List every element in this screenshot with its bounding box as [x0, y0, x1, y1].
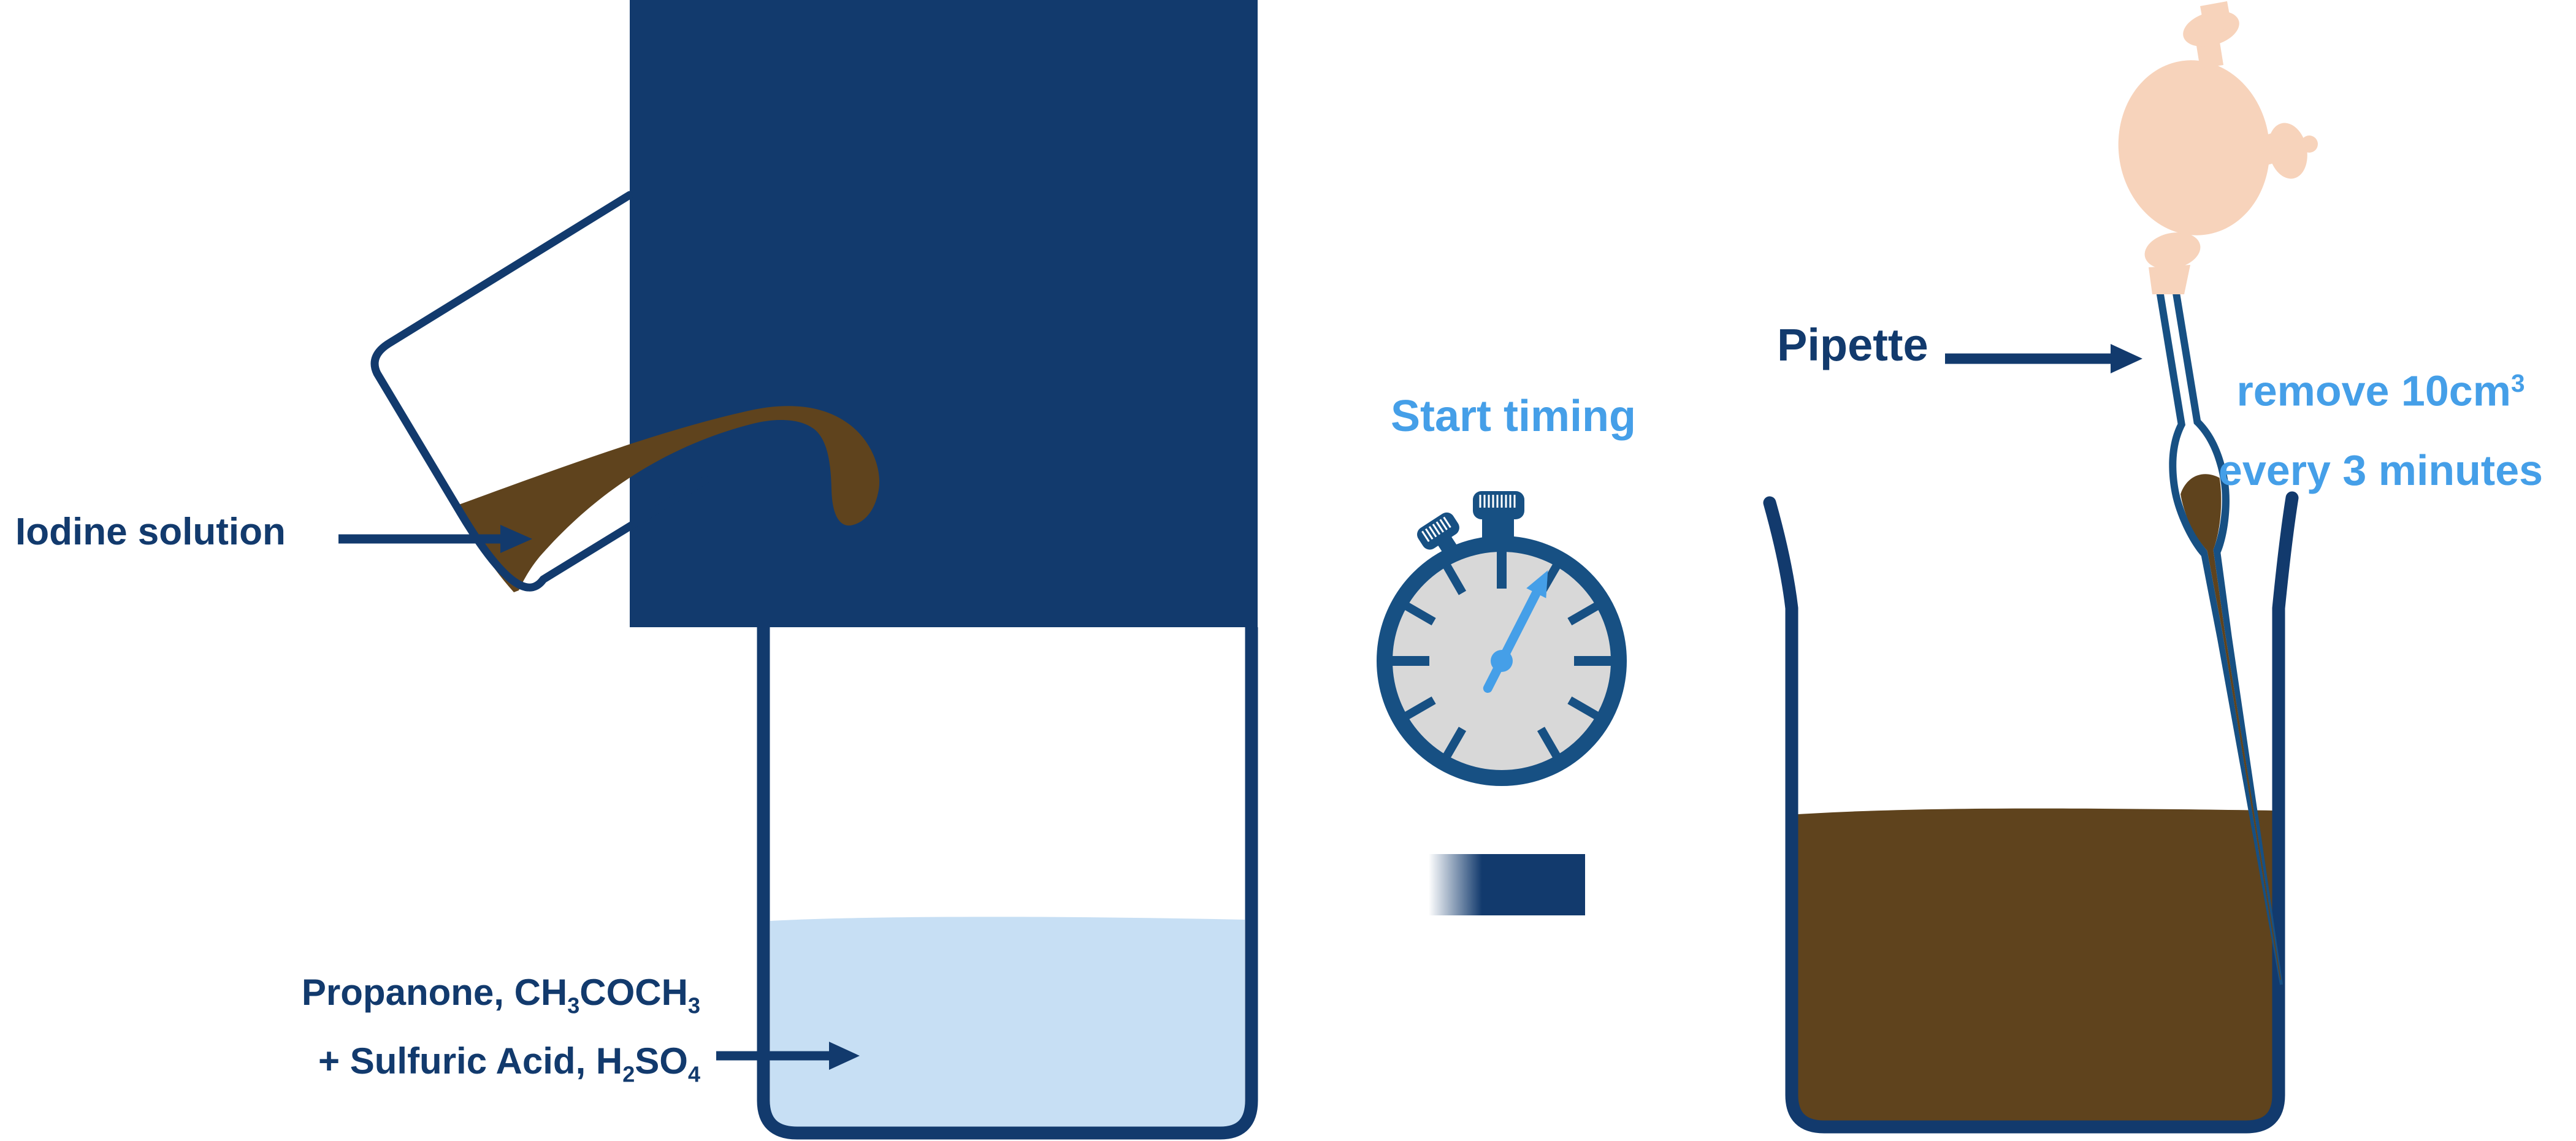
- remove-line1: remove 10cm3: [2236, 367, 2525, 415]
- stopwatch-hand: [1483, 570, 1548, 693]
- sample-beaker: [1763, 491, 2299, 1134]
- stopwatch-hand-pivot: [1491, 650, 1513, 672]
- start-timing-label: Start timing: [1390, 392, 1636, 441]
- pipette-label: Pipette: [1777, 319, 1928, 370]
- propanone-liquid: [770, 917, 1245, 1127]
- reaction-beaker-outline: [757, 627, 1258, 1140]
- navy-backdrop-rect: [630, 0, 1258, 627]
- pipette-bulb: [2118, 1, 2318, 294]
- iodine-solution-label: Iodine solution: [15, 511, 286, 553]
- iodine-stream: [456, 406, 880, 592]
- propanone-line2: + Sulfuric Acid, H2SO4: [318, 1040, 700, 1087]
- reaction-beaker: [757, 627, 1258, 1140]
- propanone-arrow: [716, 1042, 860, 1070]
- pipette-arrow: [1945, 344, 2142, 373]
- iodine-arrow: [338, 525, 532, 553]
- remove-instruction-label: remove 10cm3 every 3 minutes: [2183, 343, 2576, 510]
- pipette-sample-liquid: [2180, 474, 2282, 980]
- pipette: [2155, 284, 2283, 985]
- stopwatch-icon: [1377, 491, 1627, 786]
- propanone-acid-label: Propanone, CH3COCH3 + Sulfuric Acid, H2S…: [141, 965, 700, 1102]
- iodine-mixture-liquid: [1798, 808, 2272, 1121]
- propanone-line1: Propanone, CH3COCH3: [301, 972, 700, 1018]
- remove-line2: every 3 minutes: [2218, 446, 2544, 495]
- sample-beaker-outline: [1763, 491, 2299, 1134]
- fade-gradient-bar: [1407, 854, 1585, 915]
